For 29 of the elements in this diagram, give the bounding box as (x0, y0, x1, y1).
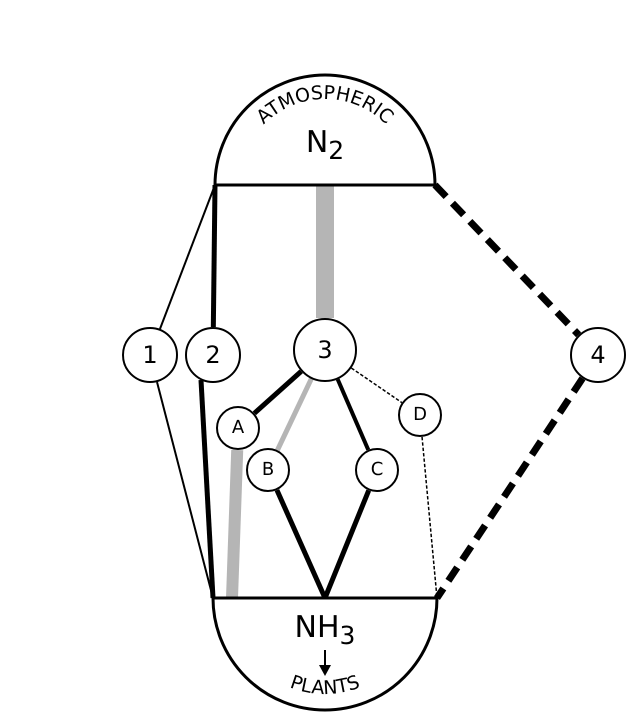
connector (336, 378, 370, 451)
connector (274, 489, 328, 600)
node-label: C (370, 461, 384, 479)
node-label: PLANTS (288, 671, 362, 700)
dashed-connector (432, 182, 582, 338)
node-label: B (262, 461, 274, 479)
connector (210, 184, 218, 328)
numbered-circle (293, 318, 357, 382)
node-label: 1 (142, 343, 158, 367)
numbered-circle (216, 406, 260, 450)
node-label: N$_{2}$ (304, 125, 346, 165)
numbered-circle (398, 393, 442, 437)
node-label: D (413, 406, 427, 424)
connector (322, 489, 372, 599)
numbered-circle (570, 327, 626, 383)
node-label: A (232, 419, 244, 437)
node-label: 4 (590, 343, 606, 367)
node-label: 3 (317, 338, 333, 362)
connector (316, 185, 334, 318)
connector (198, 380, 216, 598)
dashed-connector (434, 376, 586, 600)
numbered-circle (355, 448, 399, 492)
connector (275, 378, 314, 452)
node-label: NH$_{3}$ (294, 610, 356, 650)
dashed-connector (350, 367, 402, 404)
connector (252, 370, 303, 416)
connector (226, 450, 244, 598)
numbered-circle (246, 448, 290, 492)
node-label: 2 (205, 343, 221, 367)
